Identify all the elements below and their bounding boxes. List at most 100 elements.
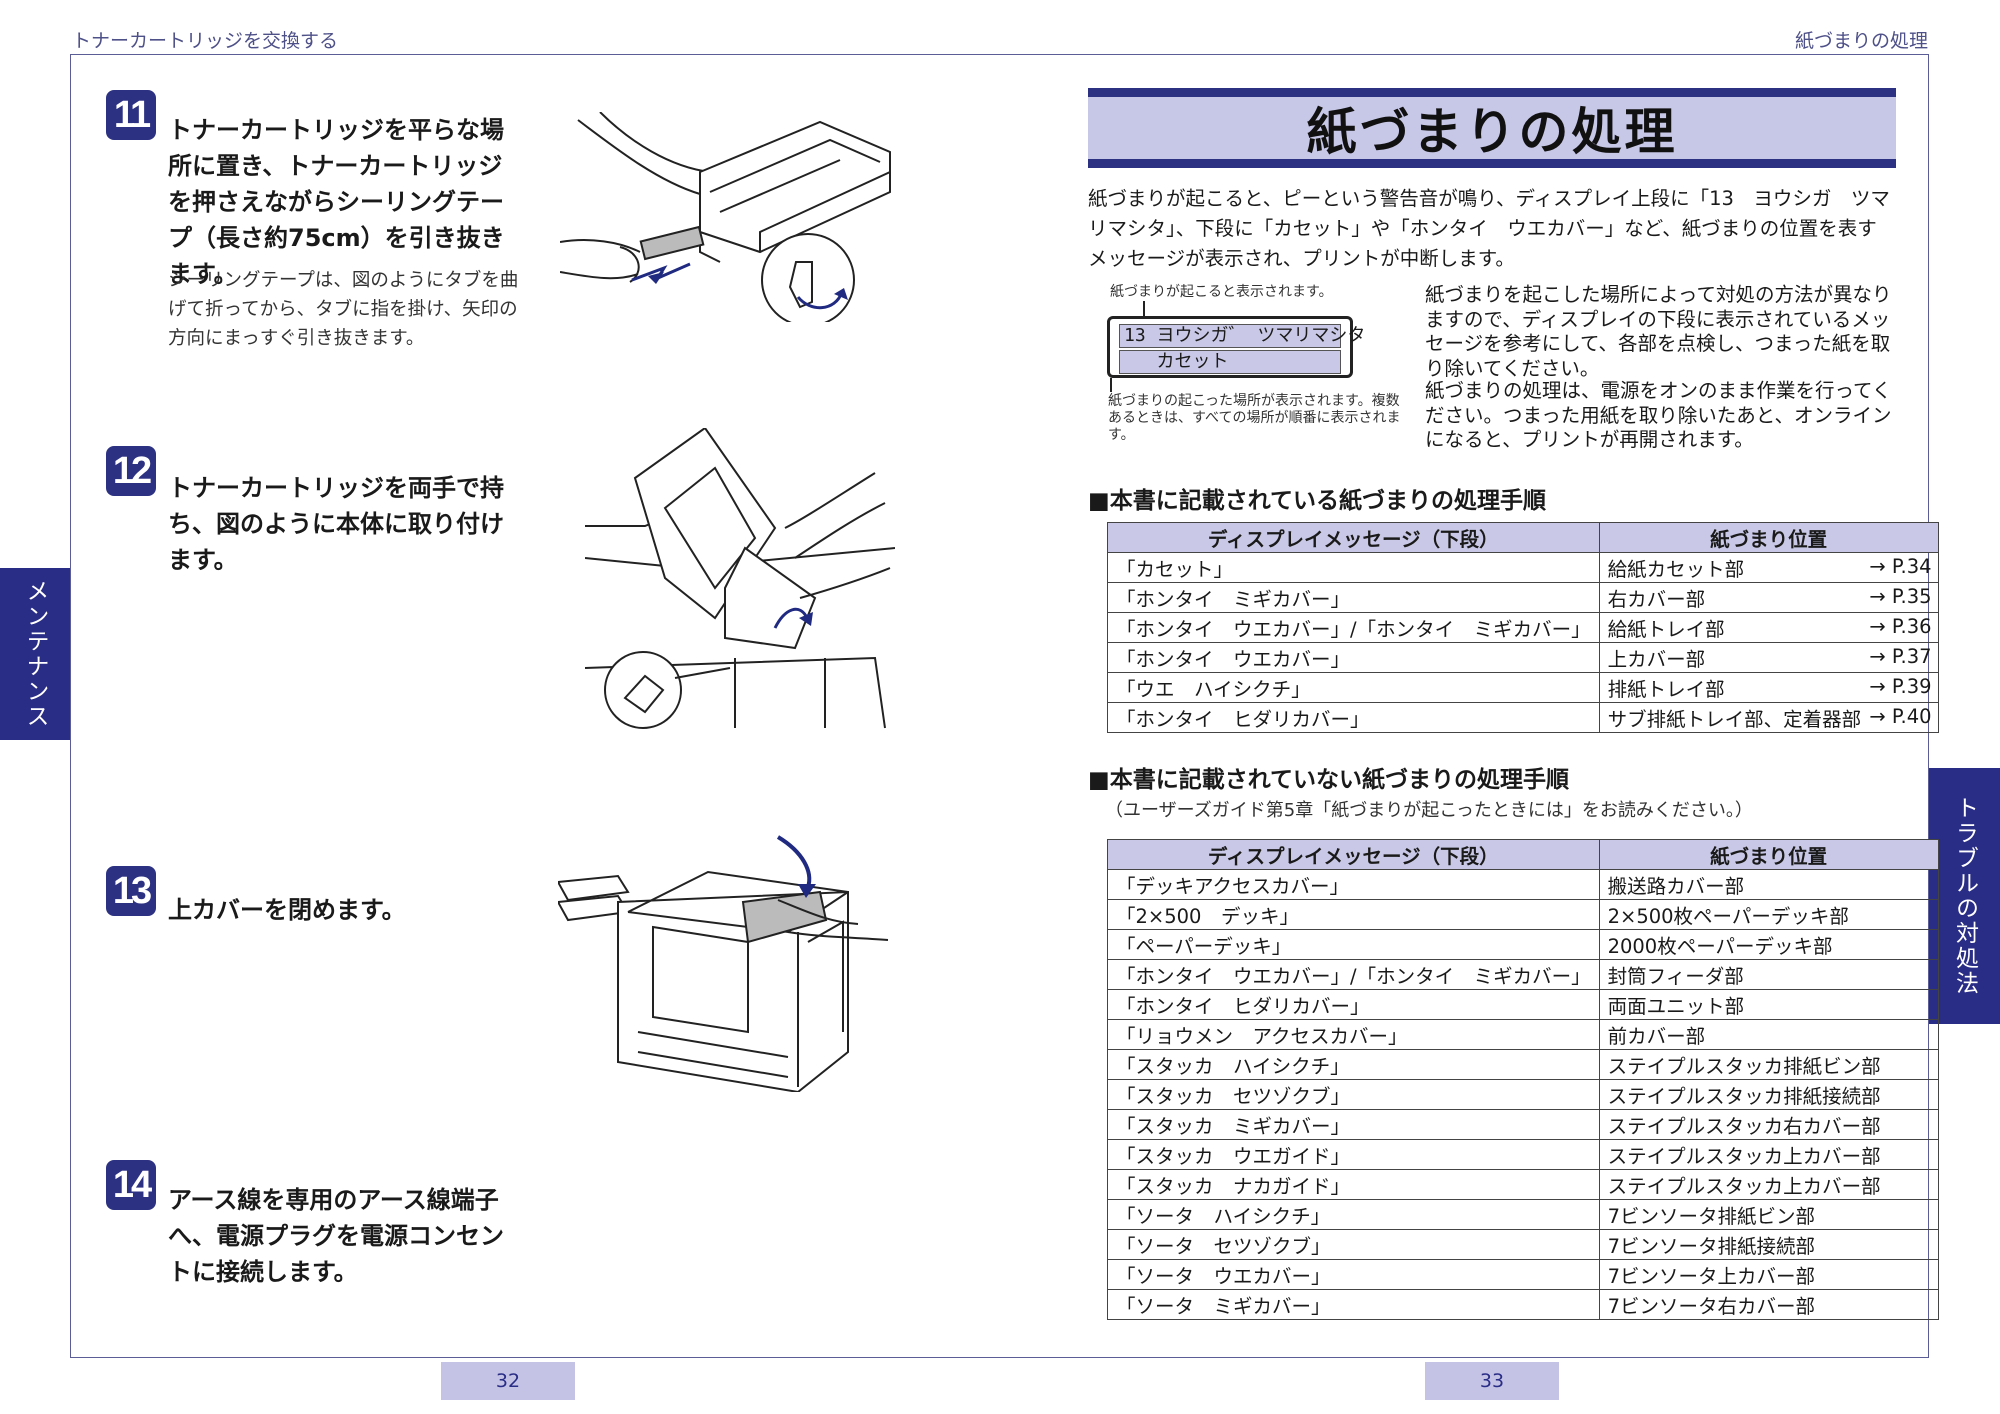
cell-message: 「ホンタイ ミギカバー」: [1107, 582, 1600, 613]
cell-message: 「ソータ ウエカバー」: [1107, 1259, 1600, 1290]
side-tab-maintenance[interactable]: メンテナンス: [0, 568, 70, 740]
step-14-text: アース線を専用のアース線端子へ、電源プラグを電源コンセントに接続します。: [168, 1186, 504, 1286]
page-reference-link[interactable]: → P.37: [1869, 645, 1932, 668]
table-row: 「スタッカ ハイシクチ」ステイプルスタッカ排紙ビン部: [1107, 1049, 1939, 1080]
cell-location: 搬送路カバー部: [1598, 869, 1939, 900]
cell-message: 「ホンタイ ヒダリカバー」: [1107, 702, 1600, 733]
cell-message: 「スタッカ ウエガイド」: [1107, 1139, 1600, 1170]
cell-message: 「ソータ ミギカバー」: [1107, 1289, 1600, 1320]
page-title-bar: 紙づまりの処理: [1088, 88, 1896, 168]
table-row: 「スタッカ ナカガイド」ステイプルスタッカ上カバー部: [1107, 1169, 1939, 1200]
cell-message: 「ホンタイ ウエカバー」/「ホンタイ ミギカバー」: [1107, 959, 1600, 990]
table-row: 「ホンタイ ウエカバー」/「ホンタイ ミギカバー」封筒フィーダ部: [1107, 959, 1939, 990]
step-number-badge: 12: [106, 446, 156, 496]
lcd-line-upper: 13 ヨウシガ゛ ツマリマシタ: [1119, 324, 1365, 348]
printer-close-cover-illustration: [558, 835, 889, 1092]
toner-install-illustration: [585, 428, 895, 729]
page-reference-link[interactable]: → P.36: [1869, 615, 1932, 638]
cell-message: 「スタッカ ハイシクチ」: [1107, 1049, 1600, 1080]
cell-location: 2×500枚ペーパーデッキ部: [1598, 899, 1939, 930]
table-row: 「ウエ ハイシクチ」排紙トレイ部→ P.39: [1107, 672, 1939, 703]
table-row: 「ソータ ウエカバー」7ビンソータ上カバー部: [1107, 1259, 1939, 1290]
cell-message: 「ソータ ハイシクチ」: [1107, 1199, 1600, 1230]
table-header-message: ディスプレイメッセージ（下段）: [1107, 839, 1600, 870]
jam-table-undocumented: ディスプレイメッセージ（下段） 紙づまり位置 「デッキアクセスカバー」搬送路カバ…: [1107, 839, 1939, 1320]
cell-message: 「ウエ ハイシクチ」: [1107, 672, 1600, 703]
cell-location: ステイプルスタッカ上カバー部: [1598, 1139, 1939, 1170]
cell-message: 「ホンタイ ウエカバー」: [1107, 642, 1600, 673]
cell-location: 7ビンソータ上カバー部: [1598, 1259, 1939, 1290]
toner-sealing-tape-illustration: [560, 112, 891, 322]
table-header-message: ディスプレイメッセージ（下段）: [1107, 522, 1600, 553]
section-heading-undocumented: ■本書に記載されていない紙づまりの処理手順: [1088, 767, 1570, 793]
cell-location: 上カバー部→ P.37: [1598, 642, 1939, 673]
running-header-right: 紙づまりの処理: [1794, 30, 1928, 52]
side-tab-troubleshooting[interactable]: トラブルの対処法: [1929, 768, 2000, 1024]
step-number-badge: 13: [106, 866, 156, 916]
table-header-location: 紙づまり位置: [1598, 839, 1939, 870]
table-header-location: 紙づまり位置: [1598, 522, 1939, 553]
lcd-display: 13 ヨウシガ゛ ツマリマシタ カセット: [1107, 316, 1365, 378]
cell-message: 「リョウメン アクセスカバー」: [1107, 1019, 1600, 1050]
table-row: 「カセット」給紙カセット部→ P.34: [1107, 552, 1939, 583]
cell-message: 「デッキアクセスカバー」: [1107, 869, 1600, 900]
cell-message: 「2×500 デッキ」: [1107, 899, 1600, 930]
table-row: 「リョウメン アクセスカバー」前カバー部: [1107, 1019, 1939, 1050]
lcd-leader-line: [1110, 378, 1112, 392]
table-row: 「2×500 デッキ」2×500枚ペーパーデッキ部: [1107, 899, 1939, 930]
page-title: 紙づまりの処理: [1306, 103, 1678, 161]
cell-message: 「スタッカ セツゾクブ」: [1107, 1079, 1600, 1110]
cell-location: ステイプルスタッカ上カバー部: [1598, 1169, 1939, 1200]
cell-message: 「スタッカ ナカガイド」: [1107, 1169, 1600, 1200]
cell-location: ステイプルスタッカ排紙ビン部: [1598, 1049, 1939, 1080]
table-row: 「ソータ セツゾクブ」7ビンソータ排紙接続部: [1107, 1229, 1939, 1260]
section-heading-documented: ■本書に記載されている紙づまりの処理手順: [1088, 488, 1547, 514]
table-row: 「ホンタイ ミギカバー」右カバー部→ P.35: [1107, 582, 1939, 613]
step-11-text: トナーカートリッジを平らな場所に置き、トナーカートリッジを押さえながらシーリング…: [168, 116, 505, 288]
cell-location: ステイプルスタッカ右カバー部: [1598, 1109, 1939, 1140]
page-reference-link[interactable]: → P.39: [1869, 675, 1932, 698]
table-row: 「スタッカ ウエガイド」ステイプルスタッカ上カバー部: [1107, 1139, 1939, 1170]
cell-location: 前カバー部: [1598, 1019, 1939, 1050]
cell-location: 給紙カセット部→ P.34: [1598, 552, 1939, 583]
cell-location: 給紙トレイ部→ P.36: [1598, 612, 1939, 643]
cell-location: 7ビンソータ右カバー部: [1598, 1289, 1939, 1320]
cell-message: 「ホンタイ ヒダリカバー」: [1107, 989, 1600, 1020]
cell-message: 「ソータ セツゾクブ」: [1107, 1229, 1600, 1260]
page-number-right: 33: [1425, 1362, 1559, 1400]
body-paragraph-1: 紙づまりを起こした場所によって対処の方法が異なりますので、ディスプレイの下段に表…: [1425, 283, 1892, 380]
cell-location: 7ビンソータ排紙ビン部: [1598, 1199, 1939, 1230]
page-reference-link[interactable]: → P.40: [1869, 705, 1932, 728]
cell-location: サブ排紙トレイ部、定着器部→ P.40: [1598, 702, 1939, 733]
table-row: 「ホンタイ ヒダリカバー」サブ排紙トレイ部、定着器部→ P.40: [1107, 702, 1939, 733]
cell-location: 封筒フィーダ部: [1598, 959, 1939, 990]
page-number-left: 32: [441, 1362, 575, 1400]
step-13-text: 上カバーを閉めます。: [168, 896, 406, 924]
table-row: 「スタッカ セツゾクブ」ステイプルスタッカ排紙接続部: [1107, 1079, 1939, 1110]
cell-location: 2000枚ペーパーデッキ部: [1598, 929, 1939, 960]
cell-message: 「ペーパーデッキ」: [1107, 929, 1600, 960]
page-reference-link[interactable]: → P.34: [1869, 555, 1932, 578]
page-reference-link[interactable]: → P.35: [1869, 585, 1932, 608]
cell-location: 右カバー部→ P.35: [1598, 582, 1939, 613]
lcd-line-lower: カセット: [1119, 350, 1341, 374]
lcd-leader-line: [1143, 301, 1145, 316]
section-note-user-guide: （ユーザーズガイド第5章「紙づまりが起こったときには」をお読みください。）: [1105, 800, 1753, 821]
cell-location: 7ビンソータ排紙接続部: [1598, 1229, 1939, 1260]
table-row: 「ペーパーデッキ」2000枚ペーパーデッキ部: [1107, 929, 1939, 960]
table-row: 「ホンタイ ヒダリカバー」両面ユニット部: [1107, 989, 1939, 1020]
cell-message: 「ホンタイ ウエカバー」/「ホンタイ ミギカバー」: [1107, 612, 1600, 643]
lcd-caption-top: 紙づまりが起こると表示されます。: [1110, 284, 1333, 300]
running-header-left: トナーカートリッジを交換する: [72, 30, 339, 52]
step-number-badge: 11: [106, 90, 156, 140]
cell-location: 排紙トレイ部→ P.39: [1598, 672, 1939, 703]
body-paragraph-2: 紙づまりの処理は、電源をオンのまま作業を行ってください。つまった用紙を取り除いた…: [1425, 379, 1892, 451]
step-12-text: トナーカートリッジを両手で持ち、図のように本体に取り付けます。: [168, 474, 504, 574]
table-row: 「ソータ ミギカバー」7ビンソータ右カバー部: [1107, 1289, 1939, 1320]
cell-message: 「スタッカ ミギカバー」: [1107, 1109, 1600, 1140]
lcd-caption-bottom: 紙づまりの起こった場所が表示されます。複数あるときは、すべての場所が順番に表示さ…: [1108, 393, 1401, 443]
table-row: 「ホンタイ ウエカバー」上カバー部→ P.37: [1107, 642, 1939, 673]
cell-message: 「カセット」: [1107, 552, 1600, 583]
intro-paragraph: 紙づまりが起こると、ピーという警告音が鳴り、ディスプレイ上段に「13 ヨウシガ …: [1088, 187, 1890, 270]
cell-location: ステイプルスタッカ排紙接続部: [1598, 1079, 1939, 1110]
